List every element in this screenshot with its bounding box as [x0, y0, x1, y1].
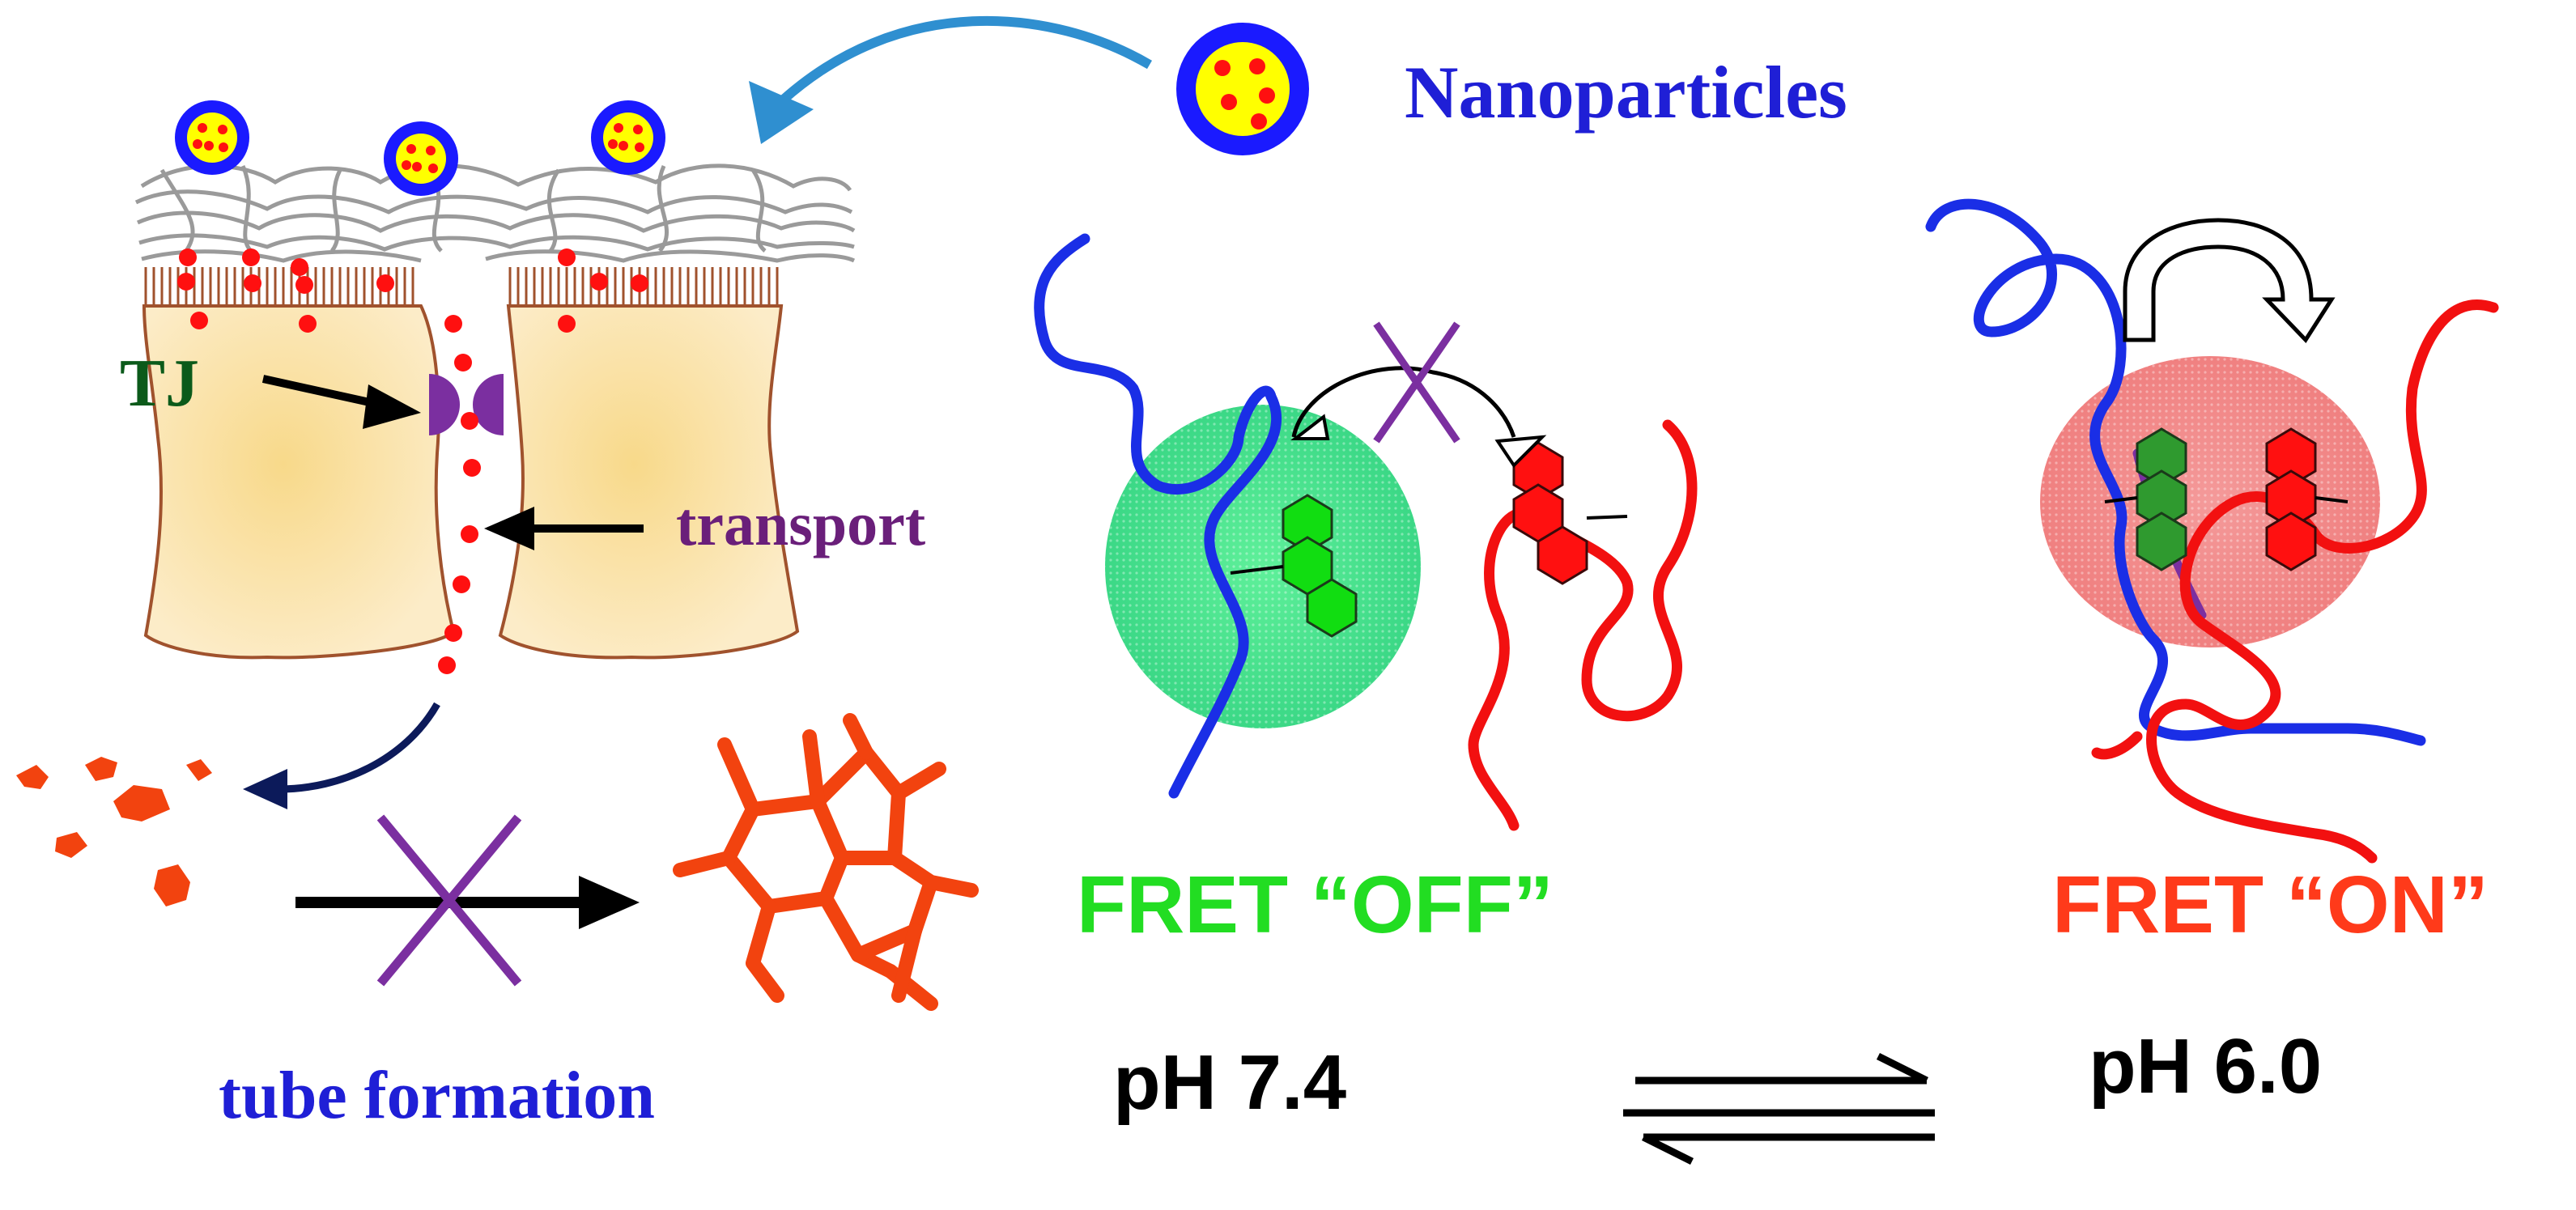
tube-fragments — [16, 757, 212, 906]
acceptor-fluorophore-off — [1512, 441, 1588, 585]
epithelial-cell-right — [498, 304, 800, 660]
mucus-layer — [134, 163, 856, 263]
label-nanoparticles: Nanoparticles — [1405, 51, 1847, 134]
nanoparticle-icon — [1176, 23, 1309, 155]
acceptor-linker-on — [2315, 496, 2349, 503]
equilibrium-arrows-icon — [1623, 1052, 1935, 1165]
red-chain-right-tail — [2091, 731, 2143, 760]
inhibition-cross-icon — [1373, 321, 1460, 444]
donor-fluorophore-off — [1282, 494, 1358, 638]
acceptor-fluorophore-on — [2265, 427, 2317, 571]
label-ph-6-0: pH 6.0 — [2089, 1023, 2323, 1110]
red-chain-left — [1468, 419, 1698, 831]
transport-arrow — [484, 507, 644, 550]
nanoparticle-icon — [384, 121, 458, 196]
microvilli — [144, 267, 779, 308]
curved-arrow-icon — [243, 702, 440, 809]
red-chain-right — [2146, 299, 2499, 864]
curved-arrow-icon — [749, 15, 1153, 144]
fret-transfer-arrow-icon — [2123, 218, 2336, 344]
label-ph-7-4: pH 7.4 — [1113, 1039, 1347, 1126]
label-fret-off: FRET “OFF” — [1077, 860, 1554, 950]
label-fret-on: FRET “ON” — [2052, 860, 2489, 950]
label-tube-formation: tube formation — [219, 1058, 655, 1133]
red-glow-texture — [2040, 356, 2380, 647]
acceptor-linker — [1586, 515, 1628, 520]
tight-junction-left — [429, 374, 460, 435]
nanoparticle-icon — [591, 100, 665, 175]
drug-dots — [177, 248, 648, 674]
inhibition-cross-icon — [295, 814, 640, 987]
label-transport: transport — [676, 490, 926, 558]
tj-arrow — [261, 375, 421, 429]
donor-fluorophore-on — [2136, 427, 2187, 571]
blue-chain-left — [1034, 233, 1282, 799]
donor-linker — [1230, 565, 1284, 575]
nanoparticle-icon — [175, 100, 249, 175]
donor-linker-on — [2104, 496, 2138, 503]
tube-network — [673, 713, 979, 1011]
label-tj: TJ — [120, 346, 200, 421]
tight-junction-right — [473, 374, 504, 435]
